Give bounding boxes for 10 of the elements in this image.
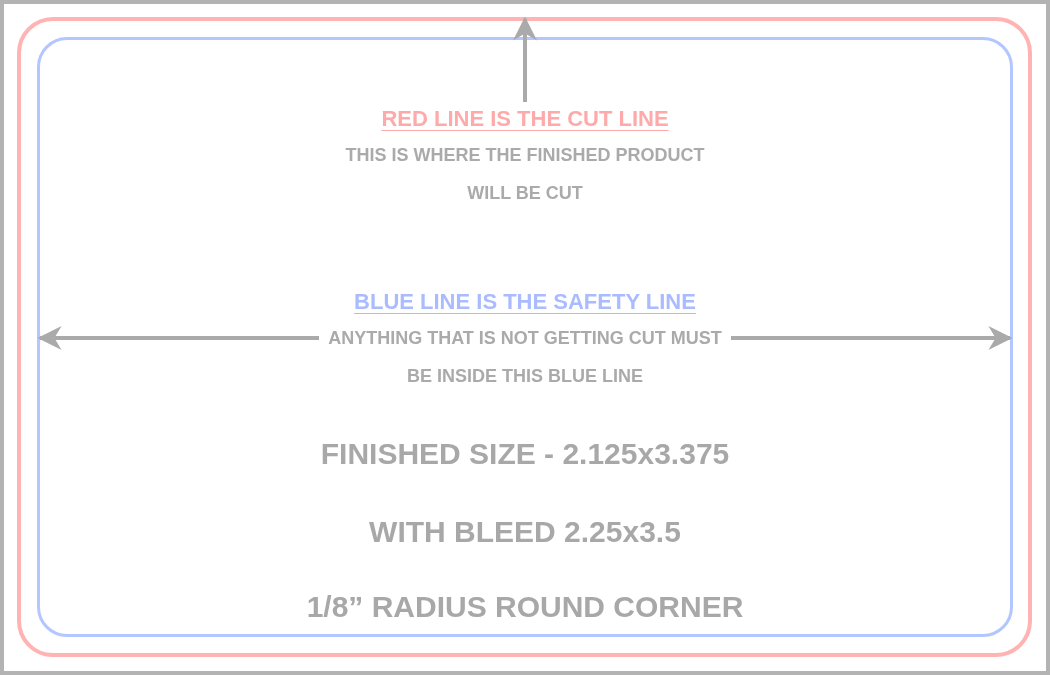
spec-text: 1/8” RADIUS ROUND CORNER [305, 590, 745, 624]
arrow [37, 326, 319, 350]
arrow [731, 326, 1013, 350]
heading: BLUE LINE IS THE SAFETY LINE [353, 288, 697, 316]
arrow [513, 16, 537, 102]
spec-text: WITH BLEED 2.25x3.5 [368, 515, 682, 549]
spec-text: FINISHED SIZE - 2.125x3.375 [319, 437, 731, 471]
description: ANYTHING THAT IS NOT GETTING CUT MUST BE INSIDE THIS BLUE LINE [327, 327, 723, 388]
description: THIS IS WHERE THE FINISHED PRODUCT WILL BE CUT [345, 144, 705, 205]
heading: RED LINE IS THE CUT LINE [380, 105, 670, 133]
